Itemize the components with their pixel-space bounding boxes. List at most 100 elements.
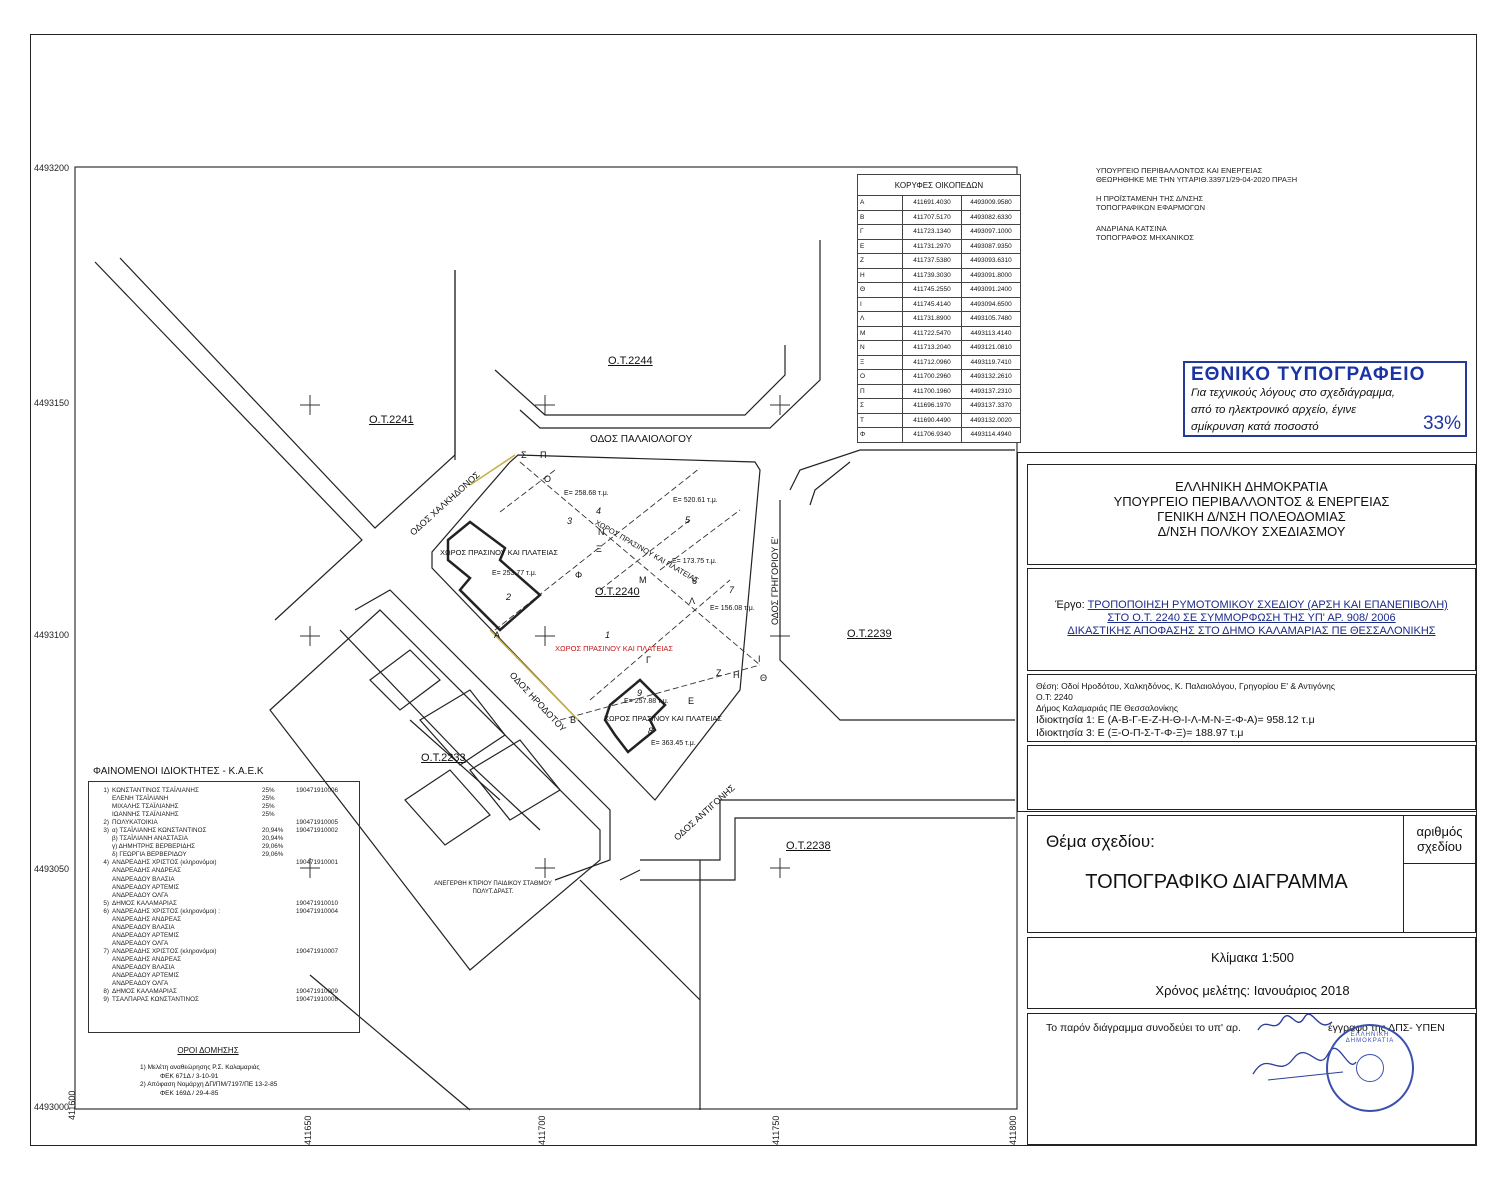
- owner-kaek: [296, 892, 356, 900]
- owner-kaek: 190471910009: [296, 988, 339, 996]
- school-label: ΑΝΕΓΕΡΘΗ ΚΤΙΡΙΟΥ ΠΑΙΔΙΚΟΥ ΣΤΑΘΜΟΥ ΠΟΛΥΤ.…: [434, 881, 552, 895]
- owner-index: [91, 876, 112, 884]
- owner-share: [262, 916, 296, 924]
- owner-name: ΑΝΔΡΕΑΔΗΣ ΧΡΙΣΤΟΣ (κληρονόμοι) :: [112, 907, 221, 915]
- vertex-y: 4493132.0020: [961, 412, 1021, 428]
- owner-row: ΑΝΔΡΕΑΔΟΥ ΑΡΤΕΜΙΣ: [91, 972, 357, 980]
- building-terms: 1) Μελέτη αναθεώρησης Ρ.Σ. Καλαμαριάς ΦΕ…: [140, 1064, 278, 1097]
- scale: Κλίμακα 1:500: [1210, 950, 1295, 965]
- owner-share: [262, 884, 296, 892]
- owner-kaek: [296, 916, 356, 924]
- owner-index: 4): [103, 859, 109, 867]
- owner-name: ΑΝΔΡΕΑΔΟΥ ΑΡΤΕΜΙΣ: [112, 883, 180, 891]
- owner-row: 7)ΑΝΔΡΕΑΔΗΣ ΧΡΙΣΤΟΣ (κληρονόμοι)19047191…: [91, 948, 357, 956]
- owner-name: ΑΝΔΡΕΑΔΗΣ ΧΡΙΣΤΟΣ (κληρονόμοι): [112, 859, 217, 867]
- owner-row: ΑΝΔΡΕΑΔΟΥ ΒΛΑΣΙΑ: [91, 876, 357, 884]
- owner-name: ΙΩΑΝΝΗΣ ΤΣΑΪΛΙΑΝΗΣ: [112, 811, 179, 819]
- owner-kaek: [296, 924, 356, 932]
- parcel-5: 5: [685, 515, 691, 525]
- owner-kaek: 190471910001: [296, 859, 339, 867]
- owner-share: [262, 876, 296, 884]
- owner-kaek: 190471910008: [296, 996, 339, 1004]
- vertex-name: Γ: [857, 224, 903, 240]
- block-label-2240: Ο.Τ.2240: [595, 586, 640, 598]
- owner-share: [262, 859, 296, 867]
- vertex-x: 411706.9340: [902, 427, 962, 443]
- vertex-xi: Ξ: [596, 544, 602, 554]
- owner-kaek: 190471910006: [296, 787, 339, 794]
- vertex-y: 4493105.7480: [961, 311, 1021, 327]
- owner-index: 6): [103, 907, 109, 915]
- parcel-9: 9: [637, 688, 643, 698]
- vertex-x: 411707.5170: [902, 209, 962, 225]
- owner-name: ΑΝΔΡΕΑΔΟΥ ΟΛΓΑ: [112, 939, 169, 947]
- vertex-name: Τ: [857, 412, 903, 428]
- vertex-name: Η: [857, 267, 903, 283]
- vertex-pi: Π: [540, 450, 547, 460]
- owner-index: [91, 924, 112, 932]
- owner-row: ΑΝΔΡΕΑΔΟΥ ΟΛΓΑ: [91, 940, 357, 948]
- vertex-y: 4493009.9580: [961, 195, 1021, 211]
- owner-share: [262, 972, 296, 980]
- reduction-percent: 33%: [1422, 413, 1461, 434]
- building-outlines: [446, 520, 667, 754]
- parcel-4: 4: [596, 506, 602, 516]
- authority-header: ΕΛΛΗΝΙΚΗ ΔΗΜΟΚΡΑΤΙΑ ΥΠΟΥΡΓΕΙΟ ΠΕΡΙΒΑΛΛΟΝ…: [1027, 464, 1476, 565]
- owner-index: [91, 972, 112, 980]
- parcel-2: 2: [506, 592, 512, 602]
- vertex-lambda: Λ: [689, 596, 696, 606]
- owner-kaek: [296, 940, 356, 948]
- vertex-name: Ι: [857, 296, 903, 312]
- vertex-name: Ζ: [857, 253, 903, 269]
- owner-kaek: 190471910007: [296, 947, 339, 955]
- owner-index: [91, 835, 112, 843]
- owner-share: [262, 932, 296, 940]
- owner-row: 4)ΑΝΔΡΕΑΔΗΣ ΧΡΙΣΤΟΣ (κληρονόμοι) 19047191…: [91, 859, 357, 867]
- owner-kaek: [296, 835, 356, 843]
- area-6: Ε= 173.75 τ.μ.: [672, 558, 717, 565]
- x-tick-3: 411750: [771, 1115, 781, 1145]
- approval-note: ΥΠΟΥΡΓΕΙΟ ΠΕΡΙΒΑΛΛΟΝΤΟΣ ΚΑΙ ΕΝΕΡΓΕΙΑΣ ΘΕ…: [1096, 166, 1298, 242]
- owner-index: 5): [103, 899, 109, 907]
- vertex-beta: Β: [570, 715, 577, 725]
- vertex-alpha: Α: [494, 630, 501, 640]
- y-tick-3: 4493050: [34, 864, 70, 874]
- owner-kaek: [296, 803, 356, 811]
- owner-index: [91, 980, 112, 988]
- vertex-x: 411722.5470: [902, 325, 962, 341]
- owner-name: β) ΤΣΑΪΛΙΑΝΗ ΑΝΑΣΤΑΣΙΑ: [112, 835, 188, 843]
- vertex-nu: Ν: [598, 527, 605, 537]
- crest-icon: [1356, 1054, 1384, 1082]
- owner-share: [262, 867, 296, 875]
- vertex-y: 4493087.9350: [961, 238, 1021, 254]
- vertex-x: 411712.0960: [902, 354, 962, 370]
- vertex-name: Μ: [857, 325, 903, 341]
- owner-share: [262, 908, 296, 916]
- vertex-x: 411700.1960: [902, 383, 962, 399]
- vertex-mu: Μ: [639, 575, 647, 585]
- owner-kaek: [296, 964, 356, 972]
- vertex-x: 411737.5380: [902, 253, 962, 269]
- vertex-y: 4493121.0810: [961, 340, 1021, 356]
- owner-index: [91, 932, 112, 940]
- street-lines: [94, 240, 1015, 1111]
- owner-kaek: [296, 932, 356, 940]
- owner-index: 3): [103, 827, 109, 835]
- vertex-x: 411700.2960: [902, 369, 962, 385]
- owner-share: [262, 964, 296, 972]
- note-text-a: Το παρόν διάγραμμα συνοδεύει το υπ' αρ.: [1046, 1022, 1241, 1034]
- owner-name: ΑΝΔΡΕΑΔΗΣ ΑΝΔΡΕΑΣ: [112, 867, 182, 875]
